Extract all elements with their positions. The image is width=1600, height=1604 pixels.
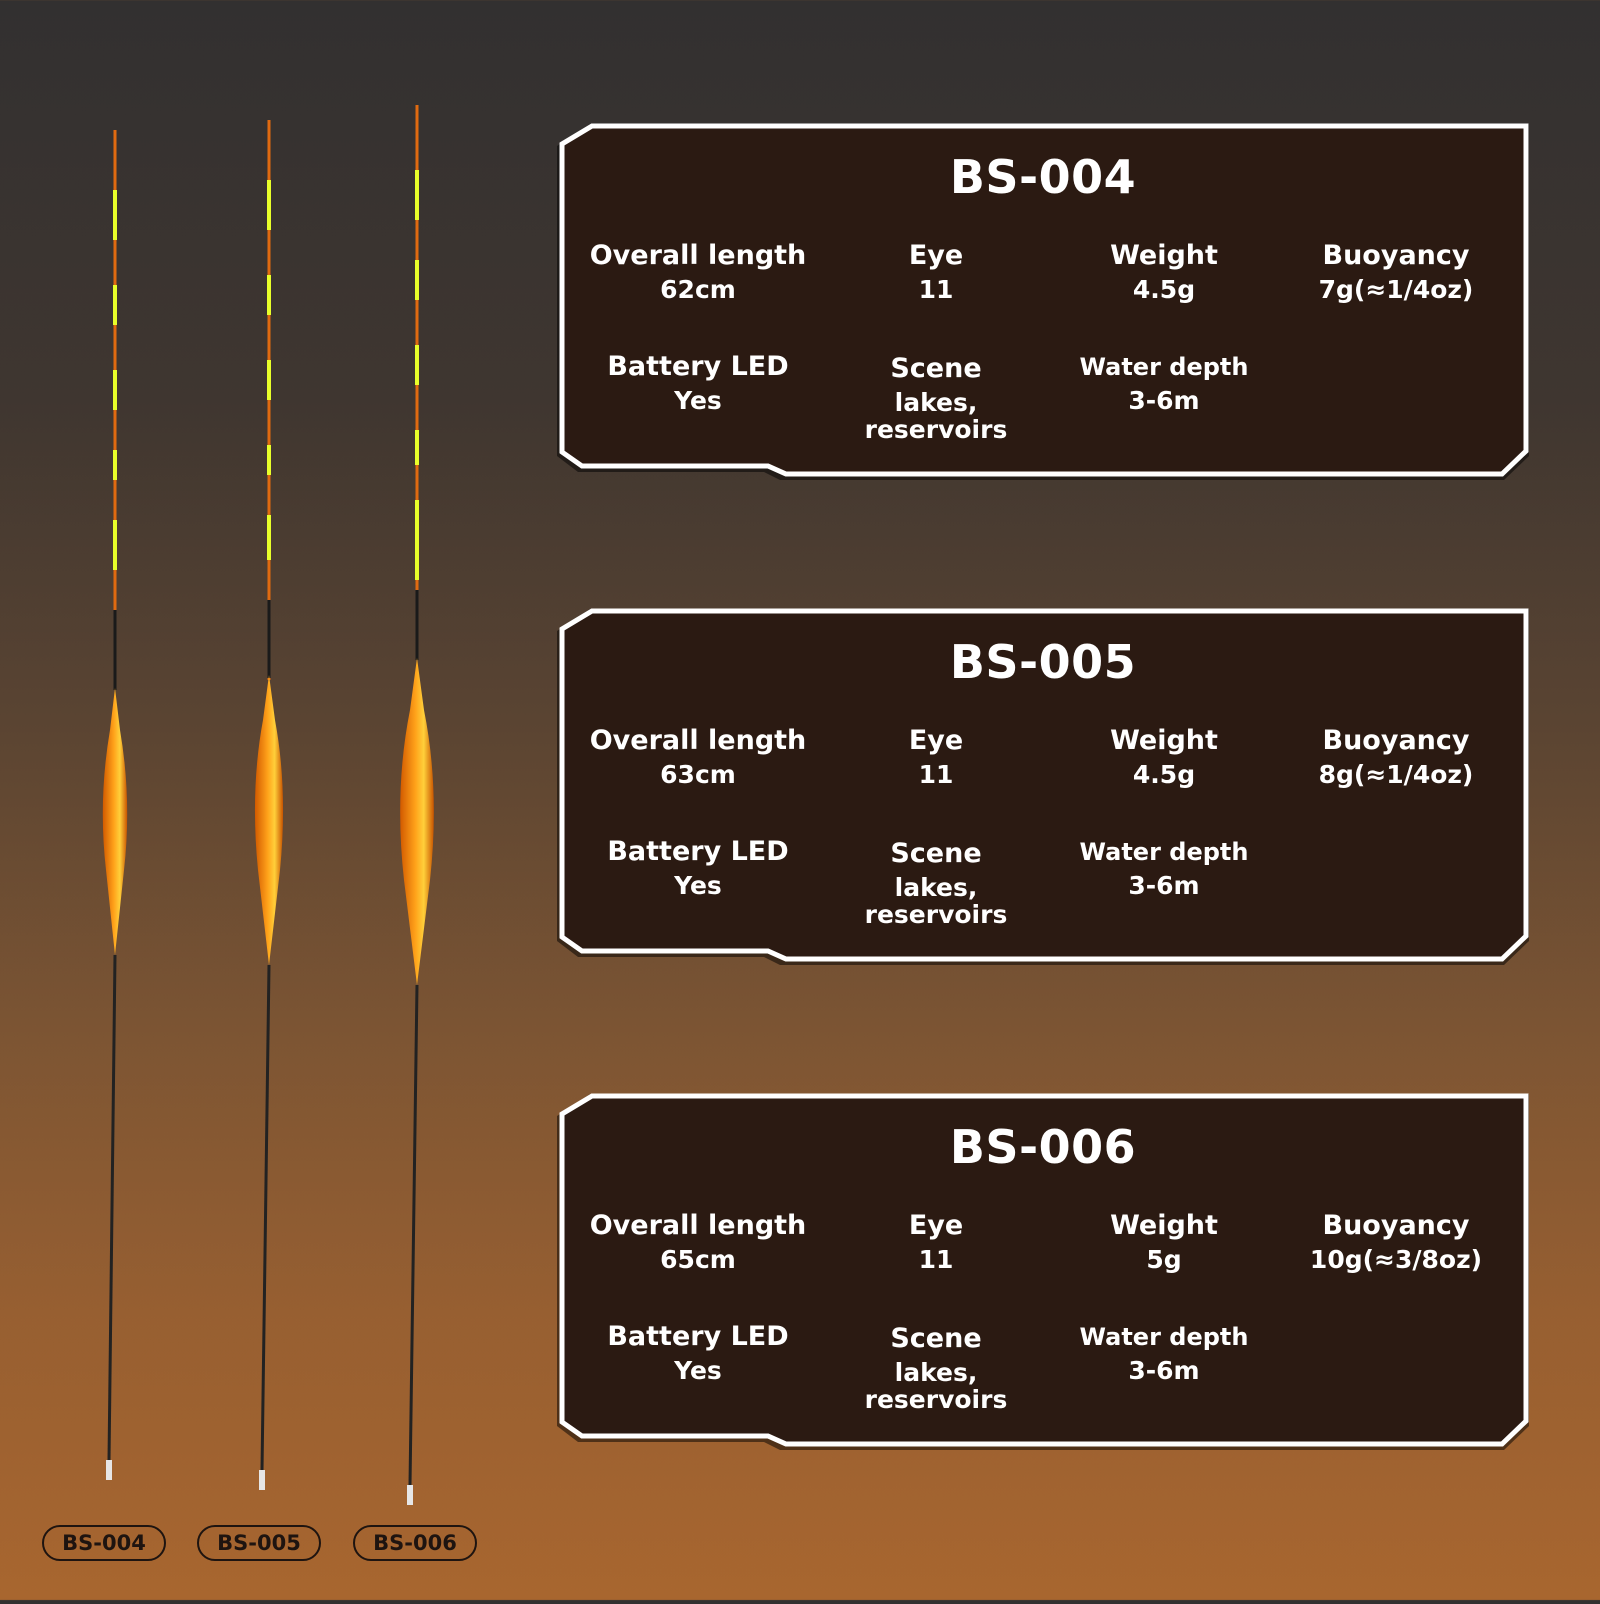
spec-value-line1: lakes,	[894, 873, 978, 902]
spec-label: Battery LED	[607, 1321, 789, 1352]
spec-label: Water depth	[1079, 353, 1249, 381]
spec-battery-led: Battery LED Yes	[568, 835, 828, 899]
spec-label: Overall length	[589, 1210, 807, 1241]
spec-label: Scene	[890, 353, 982, 384]
spec-label: Water depth	[1079, 1323, 1249, 1351]
panel-title: BS-005	[949, 635, 1137, 689]
spec-battery-led: Battery LED Yes	[568, 350, 828, 414]
spec-scene: Scene lakes, reservoirs	[806, 1322, 1066, 1413]
spec-label: Water depth	[1079, 838, 1249, 866]
spec-value-line1: lakes,	[894, 1358, 978, 1387]
spec-value: 5g	[1146, 1245, 1182, 1274]
panel-title: BS-004	[949, 150, 1137, 204]
spec-label: Eye	[908, 725, 964, 756]
spec-value: Yes	[674, 386, 722, 415]
spec-label: Battery LED	[607, 351, 789, 382]
spec-scene: Scene lakes, reservoirs	[806, 837, 1066, 928]
floats-drawing	[102, 105, 434, 1505]
spec-panel-bs-004: BS-004 Overall length 62cm Eye 11 Weight…	[554, 118, 1532, 488]
panel-frame	[557, 123, 1529, 480]
spec-value: 62cm	[660, 275, 736, 304]
spec-label: Weight	[1110, 1210, 1218, 1241]
spec-overall-length: Overall length 65cm	[568, 1209, 828, 1273]
spec-value-line1: lakes,	[894, 388, 978, 417]
spec-value: 63cm	[660, 760, 736, 789]
spec-value: 8g(≈1/4oz)	[1318, 760, 1474, 789]
float-label-bs-006: BS-006	[353, 1525, 477, 1561]
spec-label: Overall length	[589, 725, 807, 756]
spec-label: Battery LED	[607, 836, 789, 867]
spec-value: 11	[918, 1245, 954, 1274]
spec-eye: Eye 11	[806, 239, 1066, 303]
spec-eye: Eye 11	[806, 1209, 1066, 1273]
spec-value: 65cm	[660, 1245, 736, 1274]
panel-frame	[557, 608, 1529, 965]
spec-buoyancy: Buoyancy 7g(≈1/4oz)	[1266, 239, 1526, 303]
spec-value: 3-6m	[1128, 871, 1200, 900]
spec-value: 11	[918, 760, 954, 789]
spec-value: Yes	[674, 1356, 722, 1385]
float-bs-004	[102, 130, 128, 1480]
spec-eye: Eye 11	[806, 724, 1066, 788]
spec-scene: Scene lakes, reservoirs	[806, 352, 1066, 443]
spec-water-depth: Water depth 3-6m	[1034, 1320, 1294, 1384]
spec-value: 4.5g	[1132, 275, 1196, 304]
spec-label: Buoyancy	[1322, 725, 1470, 756]
spec-water-depth: Water depth 3-6m	[1034, 835, 1294, 899]
spec-weight: Weight 4.5g	[1034, 724, 1294, 788]
spec-water-depth: Water depth 3-6m	[1034, 350, 1294, 414]
spec-value-line2: reservoirs	[864, 415, 1008, 444]
spec-value: 10g(≈3/8oz)	[1309, 1245, 1483, 1274]
float-bs-006	[400, 105, 434, 1505]
panel-frame	[557, 1093, 1529, 1450]
spec-label: Buoyancy	[1322, 240, 1470, 271]
spec-overall-length: Overall length 62cm	[568, 239, 828, 303]
spec-value-line2: reservoirs	[864, 900, 1008, 929]
spec-label: Scene	[890, 838, 982, 869]
spec-buoyancy: Buoyancy 10g(≈3/8oz)	[1266, 1209, 1526, 1273]
spec-value: Yes	[674, 871, 722, 900]
spec-label: Buoyancy	[1322, 1210, 1470, 1241]
spec-panel-bs-006: BS-006 Overall length 65cm Eye 11 Weight…	[554, 1088, 1532, 1458]
spec-label: Scene	[890, 1323, 982, 1354]
spec-value-line2: reservoirs	[864, 1385, 1008, 1414]
spec-panel-bs-005: BS-005 Overall length 63cm Eye 11 Weight…	[554, 603, 1532, 973]
spec-label: Weight	[1110, 725, 1218, 756]
float-bs-005	[254, 120, 284, 1490]
spec-weight: Weight 4.5g	[1034, 239, 1294, 303]
spec-label: Eye	[908, 240, 964, 271]
spec-value: 3-6m	[1128, 386, 1200, 415]
spec-label: Eye	[908, 1210, 964, 1241]
spec-value: 11	[918, 275, 954, 304]
float-illustrations: BS-004 BS-005 BS-006	[0, 0, 520, 1600]
panel-title: BS-006	[949, 1120, 1137, 1174]
spec-buoyancy: Buoyancy 8g(≈1/4oz)	[1266, 724, 1526, 788]
spec-label: Weight	[1110, 240, 1218, 271]
spec-overall-length: Overall length 63cm	[568, 724, 828, 788]
spec-value: 7g(≈1/4oz)	[1318, 275, 1474, 304]
spec-battery-led: Battery LED Yes	[568, 1320, 828, 1384]
spec-value: 4.5g	[1132, 760, 1196, 789]
float-label-bs-004: BS-004	[42, 1525, 166, 1561]
float-label-bs-005: BS-005	[197, 1525, 321, 1561]
spec-label: Overall length	[589, 240, 807, 271]
spec-weight: Weight 5g	[1034, 1209, 1294, 1273]
spec-value: 3-6m	[1128, 1356, 1200, 1385]
